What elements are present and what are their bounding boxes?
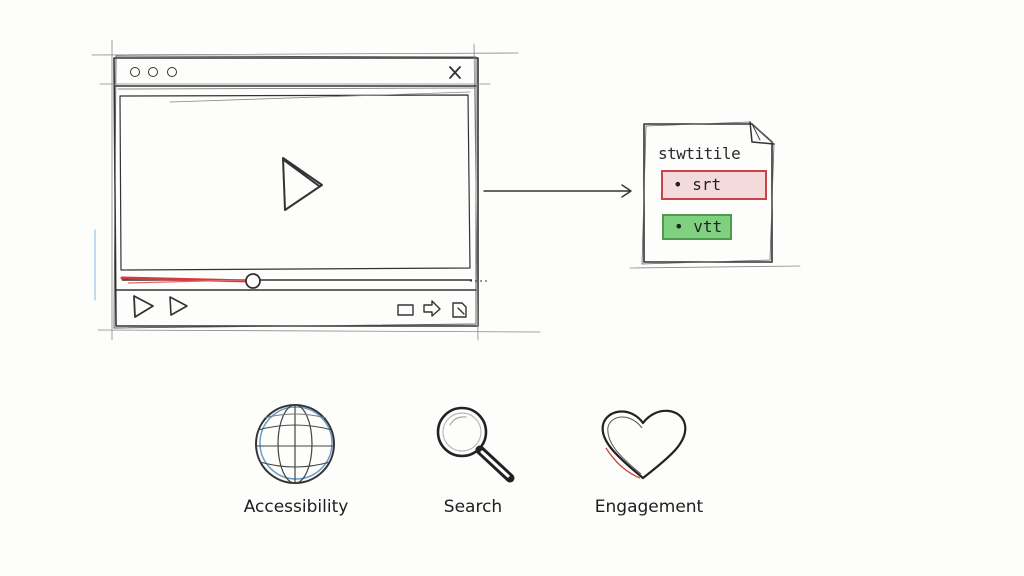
captions-icon[interactable] bbox=[397, 304, 414, 316]
format-vtt: • vtt bbox=[662, 214, 732, 240]
benefit-search-label: Search bbox=[443, 497, 503, 517]
window-dot-2 bbox=[148, 67, 158, 77]
subtitle-file-card bbox=[629, 121, 801, 269]
window-dot-3 bbox=[167, 67, 177, 77]
player-frame bbox=[91, 39, 541, 341]
close-icon[interactable] bbox=[449, 66, 461, 79]
globe-icon bbox=[255, 404, 335, 484]
heart-icon bbox=[601, 409, 687, 480]
next-icon[interactable] bbox=[169, 296, 188, 316]
format-srt: • srt bbox=[661, 170, 767, 200]
play-icon[interactable] bbox=[282, 157, 323, 211]
share-icon[interactable] bbox=[423, 300, 441, 317]
fullscreen-icon[interactable] bbox=[452, 302, 467, 318]
magnifier-icon bbox=[436, 406, 515, 483]
benefit-engagement-label: Engagement bbox=[594, 497, 704, 517]
subtitle-file-title: stwtitile bbox=[658, 144, 741, 163]
play-button-icon[interactable] bbox=[133, 295, 154, 318]
benefit-accessibility-label: Accessibility bbox=[243, 497, 349, 517]
scrubber-handle[interactable] bbox=[245, 273, 261, 289]
progress-bar[interactable] bbox=[120, 273, 490, 289]
window-dot-1 bbox=[130, 67, 140, 77]
arrow-icon bbox=[483, 184, 632, 198]
